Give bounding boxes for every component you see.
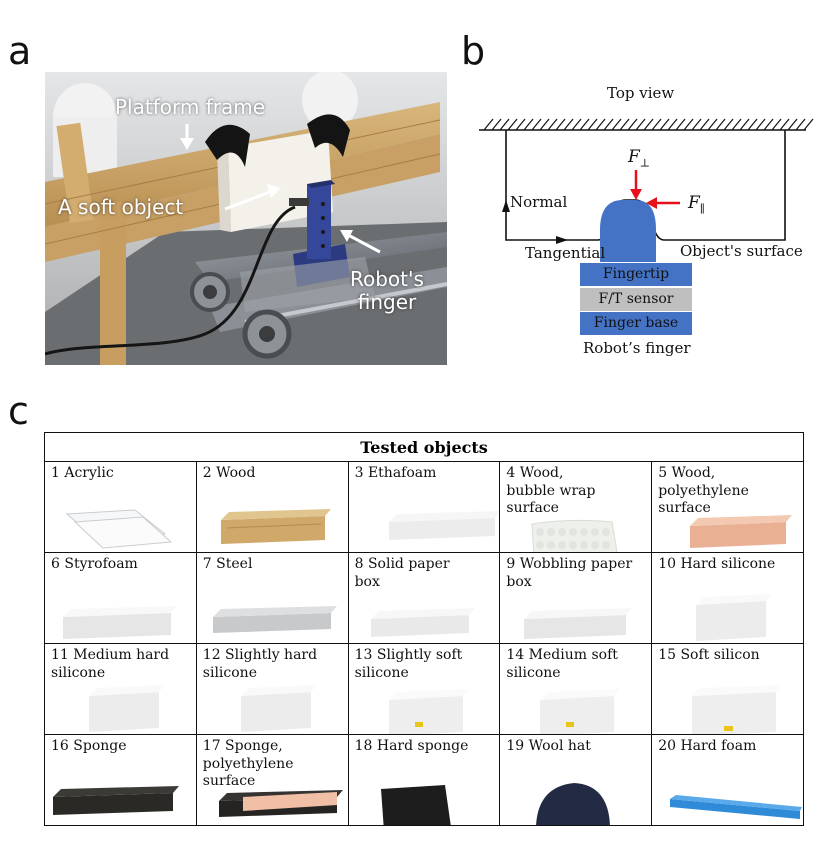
object-name: 18 Hard sponge: [354, 738, 469, 754]
object-cell: 12 Slightly hard silicone: [195, 643, 349, 735]
object-photo: [380, 785, 451, 825]
object-photo: [240, 685, 317, 732]
object-photo: [540, 689, 621, 734]
object-name: 1 Acrylic: [51, 465, 114, 481]
object-photo: [89, 685, 165, 732]
tested-objects-grid: 1 Acrylic 2 Wood 3 Ethafoam 4 Wood, bubble …: [44, 461, 804, 826]
normal-force-subscript: ⊥: [639, 156, 651, 170]
normal-label: Normal: [510, 193, 568, 211]
object-photo: [690, 515, 793, 548]
object-photo: [65, 509, 173, 549]
object-cell: 3 Ethafoam: [347, 461, 501, 553]
object-cell: 20 Hard foam: [651, 734, 804, 826]
tangential-axis-arrow: [556, 236, 568, 244]
top-view-diagram: [479, 118, 814, 262]
object-name: 8 Solid paper box: [354, 556, 450, 590]
object-name: 17 Sponge, polyethylene surface: [202, 738, 294, 789]
object-cell: 1 Acrylic: [44, 461, 197, 553]
object-name: 3 Ethafoam: [354, 465, 437, 481]
panel-label-b: b: [461, 29, 486, 73]
surface-label: Object's surface: [680, 242, 803, 260]
robot-finger-caption: Robot’s finger: [583, 339, 691, 357]
object-cell: 7 Steel: [195, 552, 349, 644]
object-photo: [388, 689, 469, 734]
tangential-force-subscript: ∥: [699, 202, 705, 216]
label-soft-object: A soft object: [58, 195, 184, 219]
object-photo: [696, 594, 773, 641]
label-platform-frame: Platform frame: [115, 95, 266, 119]
tangential-label: Tangential: [525, 244, 606, 262]
object-name: 7 Steel: [202, 556, 253, 572]
object-cell: 17 Sponge, polyethylene surface: [195, 734, 349, 826]
table-row: 11 Medium hard silicone 12 Slightly hard …: [44, 643, 804, 735]
object-name: 2 Wood: [202, 465, 256, 481]
object-cell: 19 Wool hat: [499, 734, 653, 826]
normal-force-label: F⊥: [628, 147, 650, 169]
finger-base-block: Finger base: [580, 312, 692, 335]
normal-axis-arrow: [502, 200, 510, 212]
ft-sensor-block: F/T sensor: [580, 288, 692, 311]
object-cell: 9 Wobbling paper box: [499, 552, 653, 644]
object-cell: 8 Solid paper box: [347, 552, 501, 644]
fingertip-block: Fingertip: [580, 263, 692, 286]
object-name: 4 Wood, bubble wrap surface: [506, 465, 596, 516]
label-robot-finger: Robot's finger: [350, 267, 424, 314]
object-name: 13 Slightly soft silicone: [354, 647, 463, 681]
ceiling-hatch: [483, 118, 814, 131]
object-photo: [524, 608, 633, 639]
object-name: 11 Medium hard silicone: [51, 647, 170, 681]
object-name: 19 Wool hat: [506, 738, 591, 754]
object-cell: 16 Sponge: [44, 734, 197, 826]
object-name: 14 Medium soft silicone: [506, 647, 618, 681]
panel-label-c: c: [8, 389, 29, 433]
fingertip-dome: [600, 200, 656, 262]
normal-force-symbol: F: [628, 147, 640, 167]
object-name: 16 Sponge: [51, 738, 127, 754]
object-name: 6 Styrofoam: [51, 556, 138, 572]
object-name: 5 Wood, polyethylene surface: [658, 465, 749, 516]
object-name: 20 Hard foam: [658, 738, 757, 754]
object-cell: 14 Medium soft silicone: [499, 643, 653, 735]
object-name: 15 Soft silicon: [658, 647, 760, 663]
object-cell: 6 Styrofoam: [44, 552, 197, 644]
table-row: 6 Styrofoam 7 Steel 8 Solid paper box 9 Wob…: [44, 552, 804, 644]
object-photo: [53, 786, 179, 815]
object-cell: 4 Wood, bubble wrap surface: [499, 461, 653, 553]
setup-photo: Platform frame A soft object Robot's fin…: [45, 72, 447, 365]
object-cell: 5 Wood, polyethylene surface: [651, 461, 804, 553]
panel-label-a: a: [8, 29, 32, 73]
table-title: Tested objects: [44, 432, 804, 462]
table-row: 16 Sponge 17 Sponge, polyethylene surface…: [44, 734, 804, 826]
table-row: 1 Acrylic 2 Wood 3 Ethafoam 4 Wood, bubble …: [44, 461, 804, 553]
object-name: 10 Hard silicone: [658, 556, 776, 572]
object-photo: [388, 511, 499, 540]
object-photo: [218, 790, 343, 817]
arrow-robot-finger: [349, 234, 381, 254]
object-cell: 10 Hard silicone: [651, 552, 804, 644]
object-photo: [212, 606, 337, 633]
object-cell: 11 Medium hard silicone: [44, 643, 197, 735]
top-view-title: Top view: [607, 84, 675, 102]
tangential-force-symbol: F: [688, 193, 700, 213]
object-photo: [531, 519, 618, 552]
object-cell: 2 Wood: [195, 461, 349, 553]
object-cell: 15 Soft silicon: [651, 643, 804, 735]
object-name: 9 Wobbling paper box: [506, 556, 633, 590]
object-photo: [220, 509, 331, 544]
tested-objects-table: Tested objects 1 Acrylic 2 Wood 3 Ethafoam…: [44, 432, 804, 826]
object-photo: [370, 608, 475, 637]
object-photo: [63, 606, 177, 639]
tangential-force-label: F∥: [688, 193, 705, 215]
arrow-soft-object: [224, 190, 271, 211]
object-photo: [692, 685, 783, 734]
object-cell: 18 Hard sponge: [347, 734, 501, 826]
setup-photo-drawing: [45, 72, 447, 365]
object-photo: [670, 795, 803, 819]
object-cell: 13 Slightly soft silicone: [347, 643, 501, 735]
object-photo: [536, 783, 611, 825]
object-name: 12 Slightly hard silicone: [202, 647, 318, 681]
